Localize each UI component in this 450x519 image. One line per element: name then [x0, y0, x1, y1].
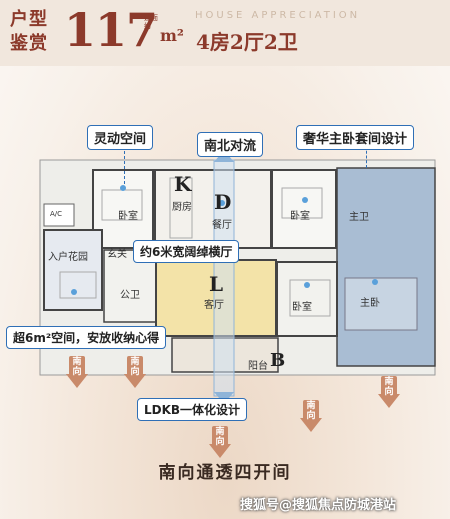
leader-master — [366, 146, 367, 168]
header-area-note: 建面约 — [144, 14, 158, 30]
kitchen-letter: K — [174, 172, 192, 196]
callout-master-suite: 奢华主卧套间设计 — [296, 125, 415, 150]
room-kitchen: 厨房 — [172, 202, 192, 213]
room-entry-garden: 入户花园 — [48, 252, 88, 263]
header-layout: 4房2厅2卫 — [196, 30, 298, 54]
callout-north-south: 南北对流 — [197, 132, 264, 157]
watermark: 搜狐号@搜狐焦点防城港站 — [240, 498, 397, 513]
bottom-title: 南向通透四开间 — [158, 463, 292, 483]
header-area: 117 — [64, 3, 158, 57]
living-letter: L — [209, 272, 224, 296]
leader-flexible — [124, 146, 125, 184]
header-banner: 户型鉴赏 117 建面约 m² HOUSE APPRECIATION 4房2厅2… — [0, 0, 450, 66]
south-arrow-1: 南向 — [66, 356, 88, 390]
callout-storage: 超6m²空间，安放收纳心得 — [6, 326, 167, 349]
room-public-bath: 公卫 — [120, 290, 140, 301]
callout-wide-hall: 约6米宽阔绰横厅 — [133, 240, 240, 263]
room-bedroom-3: 卧室 — [292, 302, 312, 313]
header-subtitle-en: HOUSE APPRECIATION — [195, 10, 361, 21]
room-dining: 餐厅 — [212, 220, 232, 231]
room-ac: A/C — [50, 210, 63, 218]
south-arrow-3: 南向 — [300, 400, 322, 434]
callout-ldkb: LDKB一体化设计 — [137, 398, 248, 421]
south-arrow-2: 南向 — [124, 356, 146, 390]
master-suite-area — [336, 167, 436, 367]
callout-flexible-space: 灵动空间 — [87, 125, 154, 150]
room-bedroom-1: 卧室 — [118, 211, 138, 222]
balcony-letter: B — [270, 350, 286, 371]
south-arrow-4: 南向 — [378, 376, 400, 410]
south-arrow-5: 南向 — [209, 426, 231, 460]
room-master-bed: 主卧 — [360, 298, 380, 309]
room-living: 客厅 — [204, 300, 224, 311]
room-balcony: 阳台 — [248, 361, 268, 372]
room-master-bath: 主卫 — [349, 212, 369, 223]
header-area-unit: m² — [160, 26, 184, 45]
header-title: 户型鉴赏 — [10, 9, 48, 54]
room-bedroom-2: 卧室 — [290, 211, 310, 222]
room-foyer: 玄关 — [107, 249, 127, 260]
dining-letter: D — [214, 190, 232, 214]
